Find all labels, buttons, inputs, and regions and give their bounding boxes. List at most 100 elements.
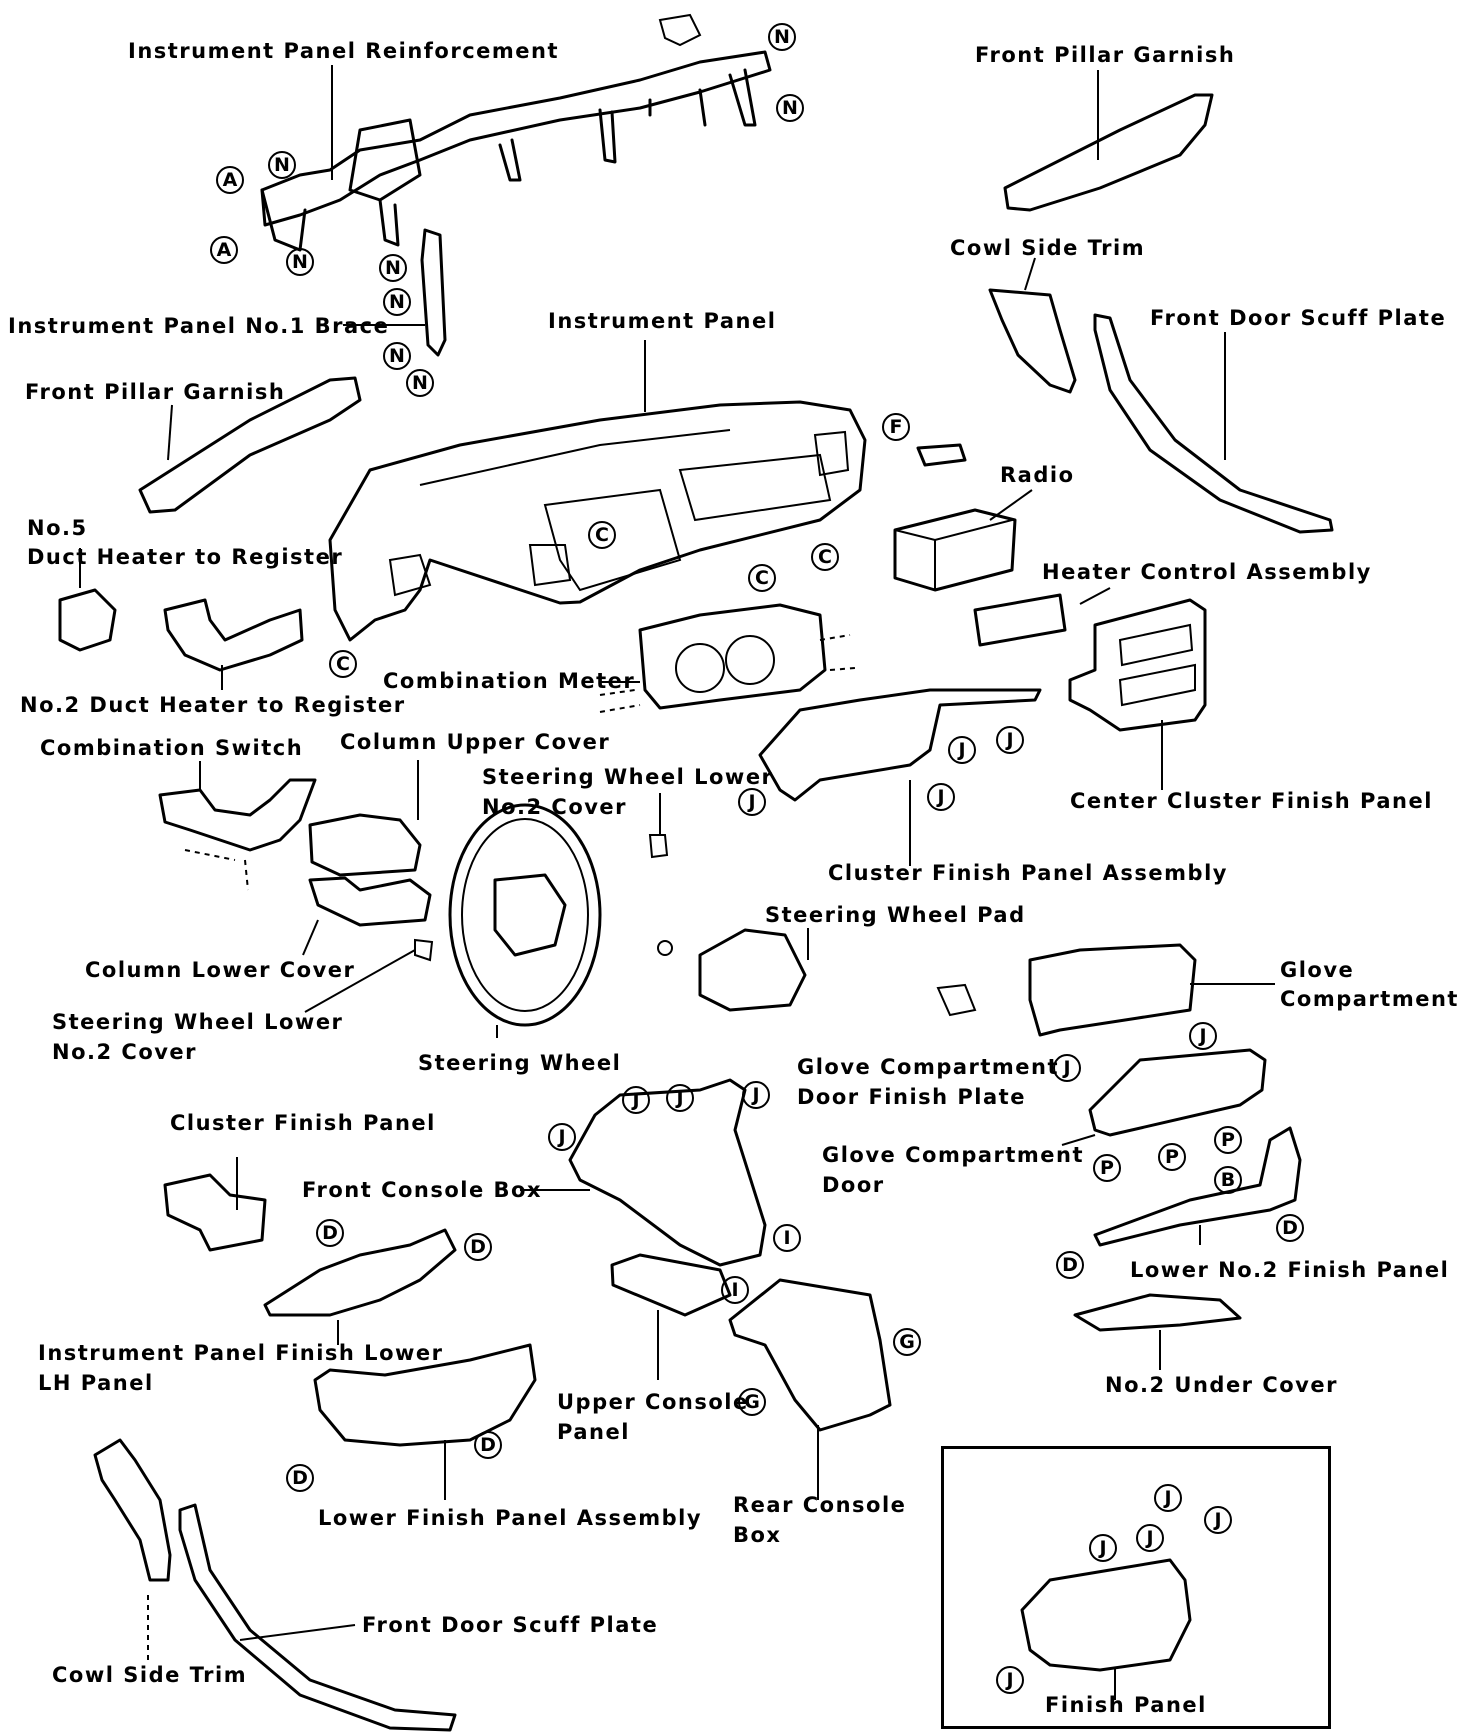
label-glove-compartment-door-2: Door (822, 1173, 885, 1197)
instrument-panel-reinforcement-part (260, 13, 772, 252)
marker-p2: P (1093, 1154, 1121, 1182)
svg-text:N: N (774, 26, 790, 48)
svg-text:N: N (274, 154, 290, 176)
svg-text:F: F (890, 416, 903, 438)
marker-n5: N (383, 342, 411, 370)
marker-j8: J (666, 1084, 694, 1112)
vent-piece-part (916, 443, 967, 467)
rear-console-box-part (728, 1278, 892, 1432)
marker-j9: J (742, 1081, 770, 1109)
marker-c4: C (329, 650, 357, 678)
svg-text:J: J (1212, 1509, 1221, 1531)
leader-lines (79, 65, 1275, 1700)
label-no5-line1: No.5 (27, 516, 88, 540)
no5-duct-part (58, 588, 117, 652)
marker-j6: J (1053, 1054, 1081, 1082)
svg-text:N: N (389, 345, 405, 367)
svg-text:C: C (336, 653, 350, 675)
marker-d3: D (316, 1219, 344, 1247)
marker-j15: J (996, 1666, 1024, 1694)
front-pillar-garnish-left-part (138, 376, 362, 514)
svg-text:J: J (1061, 1057, 1070, 1079)
marker-b: B (1214, 1166, 1242, 1194)
svg-text:J: J (750, 1084, 759, 1106)
label-sw-lower-no2-cover-top-2: No.2 Cover (482, 795, 628, 819)
marker-d5: D (474, 1431, 502, 1459)
marker-j2: J (996, 726, 1024, 754)
svg-text:P: P (1100, 1157, 1114, 1179)
upper-console-panel-part (610, 1253, 732, 1317)
svg-text:N: N (389, 291, 405, 313)
label-upper-console-panel-2: Panel (557, 1420, 630, 1444)
marker-g2: G (738, 1388, 766, 1416)
heater-control-part (973, 593, 1067, 647)
svg-text:J: J (556, 1126, 565, 1148)
svg-text:C: C (755, 567, 769, 589)
radio-part (893, 508, 1017, 592)
marker-c3: C (748, 564, 776, 592)
front-console-box-part (568, 1078, 767, 1267)
lower-no2-finish-panel-part (1093, 1126, 1302, 1247)
label-glove-compartment-door-1: Glove Compartment (822, 1143, 1085, 1167)
svg-text:J: J (935, 786, 944, 808)
svg-text:G: G (744, 1391, 760, 1413)
switch-screw-line (184, 849, 249, 891)
cowl-side-trim-left-part (93, 1438, 172, 1582)
label-front-door-scuff-plate-left: Front Door Scuff Plate (362, 1613, 659, 1637)
center-cluster-finish-panel-part (1068, 598, 1207, 732)
label-glove-door-finish-plate-2: Door Finish Plate (797, 1085, 1026, 1109)
svg-text:J: J (630, 1089, 639, 1111)
marker-j14: J (1136, 1524, 1164, 1552)
svg-text:N: N (385, 257, 401, 279)
label-lower-finish-panel-assembly: Lower Finish Panel Assembly (318, 1506, 703, 1530)
label-steering-wheel-pad: Steering Wheel Pad (765, 903, 1026, 927)
no2-under-cover-part (1073, 1293, 1242, 1332)
label-ip-finish-lower-lh-2: LH Panel (38, 1371, 154, 1395)
label-no5-line2: Duct Heater to Register (27, 545, 344, 569)
marker-i1: I (773, 1224, 801, 1252)
small-cover-left-part (414, 938, 434, 962)
marker-n3: N (379, 254, 407, 282)
cluster-finish-panel-part (163, 1173, 267, 1252)
label-glove-compartment-2: Compartment (1280, 987, 1459, 1011)
marker-f: F (882, 413, 910, 441)
svg-text:J: J (674, 1087, 683, 1109)
svg-text:C: C (595, 524, 609, 546)
marker-a2: A (210, 236, 238, 264)
glove-compartment-door-part (1088, 1048, 1267, 1137)
label-cowl-side-trim-right: Cowl Side Trim (950, 236, 1146, 260)
marker-n2: N (286, 248, 314, 276)
marker-d6: D (286, 1464, 314, 1492)
label-combination-meter: Combination Meter (383, 669, 636, 693)
label-sw-lower-no2-cover-left-2: No.2 Cover (52, 1040, 198, 1064)
svg-text:D: D (1282, 1217, 1298, 1239)
cowl-side-trim-right-part (988, 288, 1077, 394)
finish-lower-lh-part (263, 1228, 457, 1317)
screw-line (599, 634, 856, 713)
svg-text:D: D (480, 1434, 496, 1456)
marker-j13: J (1089, 1534, 1117, 1562)
label-steering-wheel: Steering Wheel (418, 1051, 622, 1075)
label-rear-console-box-1: Rear Console (733, 1493, 907, 1517)
label-radio: Radio (1000, 463, 1075, 487)
svg-text:J: J (956, 739, 965, 761)
svg-text:N: N (412, 372, 428, 394)
front-pillar-garnish-right-part (1003, 93, 1214, 212)
cluster-finish-panel-assembly-part (758, 688, 1042, 802)
svg-text:C: C (818, 546, 832, 568)
column-lower-cover-part (308, 876, 432, 927)
marker-j3: J (927, 783, 955, 811)
front-door-scuff-plate-left-part (178, 1503, 457, 1732)
small-cover-part (648, 834, 669, 859)
label-sw-lower-no2-cover-top-1: Steering Wheel Lower (482, 765, 774, 789)
marker-p1: P (1214, 1126, 1242, 1154)
label-front-pillar-garnish-right: Front Pillar Garnish (975, 43, 1236, 67)
marker-j7: J (622, 1086, 650, 1114)
reference-markers: A A N N N N N N N N F C C C C J J J J J … (210, 23, 1304, 1694)
svg-text:J: J (1197, 1025, 1206, 1047)
svg-text:N: N (292, 251, 308, 273)
marker-p3: P (1158, 1143, 1186, 1171)
svg-text:D: D (470, 1236, 486, 1258)
label-lower-no2-finish-panel: Lower No.2 Finish Panel (1130, 1258, 1450, 1282)
